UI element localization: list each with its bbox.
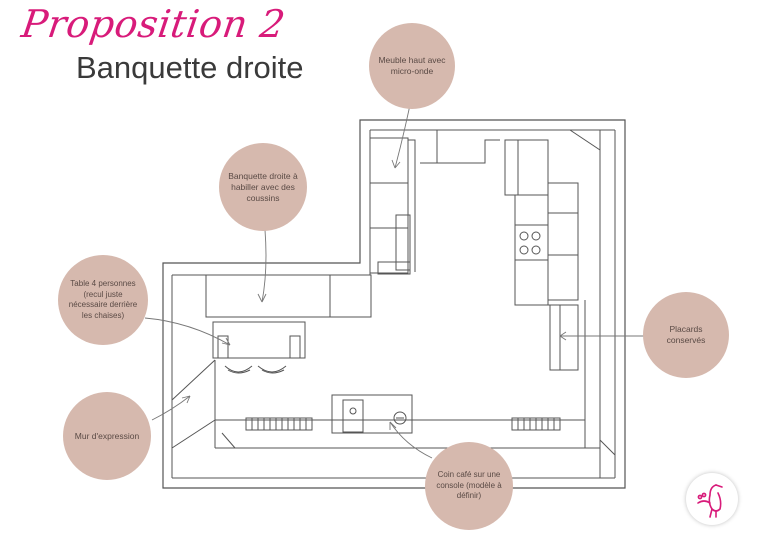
layout-subtitle: Banquette droite [76,50,304,85]
annotation-placards: Placards conservés [643,292,729,378]
bird-icon [686,473,738,525]
annotation-table: Table 4 personnes (recul juste nécessair… [58,255,148,345]
bird-logo-graphic [697,484,723,518]
annotation-meuble: Meuble haut avec micro-onde [369,23,455,109]
annotation-banquette: Banquette droite à habiller avec des cou… [219,143,307,231]
annotation-coin: Coin café sur une console (modèle à défi… [425,442,513,530]
annotation-mur: Mur d'expression [63,392,151,480]
